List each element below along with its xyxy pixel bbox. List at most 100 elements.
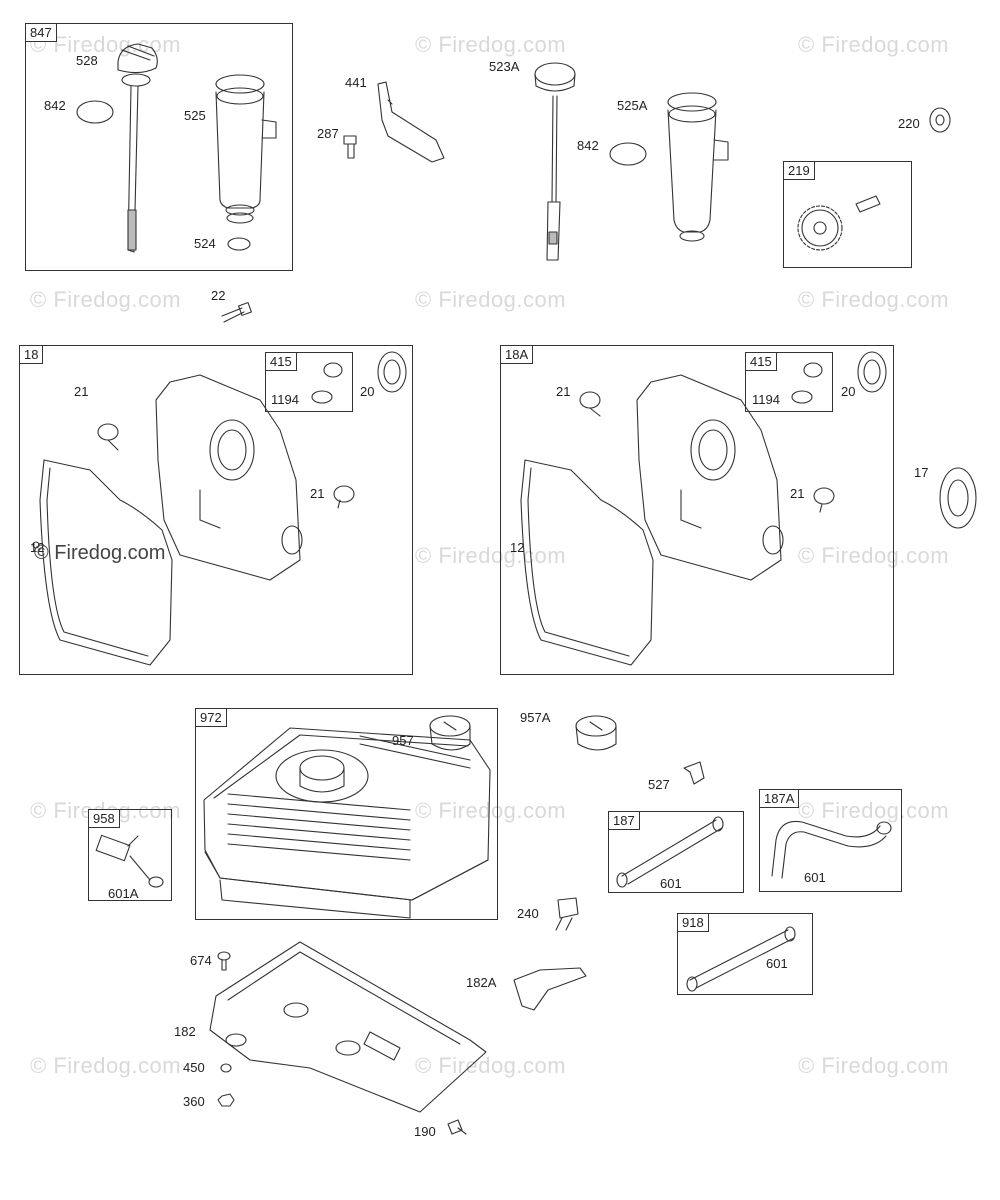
callout-360: 360 (183, 1094, 205, 1109)
group-tag-18A: 18A (500, 345, 534, 364)
callout-182: 182 (174, 1024, 196, 1039)
watermark: © Firedog.com (30, 287, 182, 312)
group-tag-187: 187 (608, 811, 640, 830)
watermark: © Firedog.com (34, 542, 166, 564)
callout-12b: 12 (510, 540, 525, 555)
plug-21-drawing (97, 423, 119, 451)
group-tag-958: 958 (88, 809, 120, 828)
group-box-918 (677, 913, 813, 995)
callout-1194b: 1194 (752, 392, 780, 407)
group-box-972 (195, 708, 498, 920)
fuel-tank-972-drawing (203, 727, 491, 919)
callout-601: 601 (660, 876, 682, 891)
callout-240: 240 (517, 906, 539, 921)
bolt-22-drawing (221, 302, 252, 323)
bracket-182A-drawing (513, 967, 587, 1011)
callout-20: 20 (360, 384, 375, 399)
plug-21c-drawing (579, 391, 601, 417)
callout-20b: 20 (841, 384, 856, 399)
callout-441: 441 (345, 75, 367, 90)
callout-957: 957 (392, 733, 414, 748)
bracket-441-drawing (377, 81, 445, 163)
callout-21b: 21 (310, 486, 325, 501)
seal-20b-drawing (857, 351, 887, 393)
gear-219-drawing (797, 195, 881, 251)
group-box-18A (500, 345, 894, 675)
base-plate-182-drawing (209, 941, 487, 1113)
callout-524: 524 (194, 236, 216, 251)
callout-190: 190 (414, 1124, 436, 1139)
group-tag-415a: 415 (265, 352, 297, 371)
tube-525-drawing (215, 74, 277, 224)
watermark: © Firedog.com (415, 543, 567, 568)
plug-21b-drawing (333, 485, 355, 509)
nut-360-drawing (217, 1093, 235, 1107)
callout-220: 220 (898, 116, 920, 131)
watermark: © Firedog.com (415, 1053, 567, 1078)
group-tag-415b: 415 (745, 352, 777, 371)
bearing-17-drawing (939, 467, 977, 529)
group-tag-972: 972 (195, 708, 227, 727)
watermark: © Firedog.com (415, 287, 567, 312)
group-tag-187A: 187A (759, 789, 800, 808)
group-tag-18: 18 (19, 345, 44, 364)
plug-1194b-drawing (791, 362, 823, 404)
callout-21: 21 (74, 384, 89, 399)
group-tag-219: 219 (783, 161, 815, 180)
callout-21c: 21 (556, 384, 571, 399)
clip-527-drawing (683, 761, 705, 785)
callout-601c: 601 (766, 956, 788, 971)
watermark: © Firedog.com (415, 798, 567, 823)
tube-525A-drawing (667, 92, 729, 242)
group-tag-847: 847 (25, 23, 57, 42)
hose-187A-drawing (771, 820, 892, 879)
callout-525A: 525A (617, 98, 648, 113)
dipstick-528-drawing (117, 43, 158, 253)
callout-601A: 601A (108, 886, 139, 901)
hose-918-drawing (686, 926, 796, 992)
plug-1194-drawing (311, 362, 343, 404)
callout-1194: 1194 (271, 392, 299, 407)
group-box-958 (88, 809, 172, 901)
group-box-18 (19, 345, 413, 675)
callout-528: 528 (76, 53, 98, 68)
watermark: © Firedog.com (798, 543, 950, 568)
group-box-415a (265, 352, 353, 412)
valve-958-drawing (95, 834, 164, 888)
watermark: © Firedog.com (30, 1053, 182, 1078)
callout-287: 287 (317, 126, 339, 141)
callout-601b: 601 (804, 870, 826, 885)
fuel-cap-957A-drawing (575, 715, 617, 751)
watermark: © Firedog.com (798, 287, 950, 312)
bolt-287-drawing (343, 135, 357, 159)
washer-220-drawing (929, 107, 951, 133)
watermark: © Firedog.com (415, 32, 567, 57)
bolt-190-drawing (447, 1119, 467, 1135)
callout-957A: 957A (520, 710, 551, 725)
screw-674-drawing (217, 951, 231, 971)
callout-182A: 182A (466, 975, 497, 990)
oring-842-drawing (76, 100, 114, 124)
oring-842b-drawing (609, 142, 647, 166)
callout-842: 842 (44, 98, 66, 113)
nut-450-drawing (220, 1063, 232, 1073)
watermark: © Firedog.com (798, 1053, 950, 1078)
crankcase-cover-18A-drawing (520, 374, 784, 666)
crankcase-cover-18-drawing (32, 374, 303, 666)
group-box-219 (783, 161, 912, 268)
callout-17: 17 (914, 465, 929, 480)
callout-450: 450 (183, 1060, 205, 1075)
callout-842b: 842 (577, 138, 599, 153)
watermark: © Firedog.com (798, 798, 950, 823)
seal-20-drawing (377, 351, 407, 393)
callout-22: 22 (211, 288, 226, 303)
callout-523A: 523A (489, 59, 520, 74)
dipstick-523A-drawing (534, 62, 576, 261)
plug-21d-drawing (813, 487, 835, 513)
oring-524-drawing (227, 237, 251, 251)
callout-527: 527 (648, 777, 670, 792)
filter-240-drawing (555, 897, 579, 931)
group-box-187 (608, 811, 744, 893)
callout-674: 674 (190, 953, 212, 968)
